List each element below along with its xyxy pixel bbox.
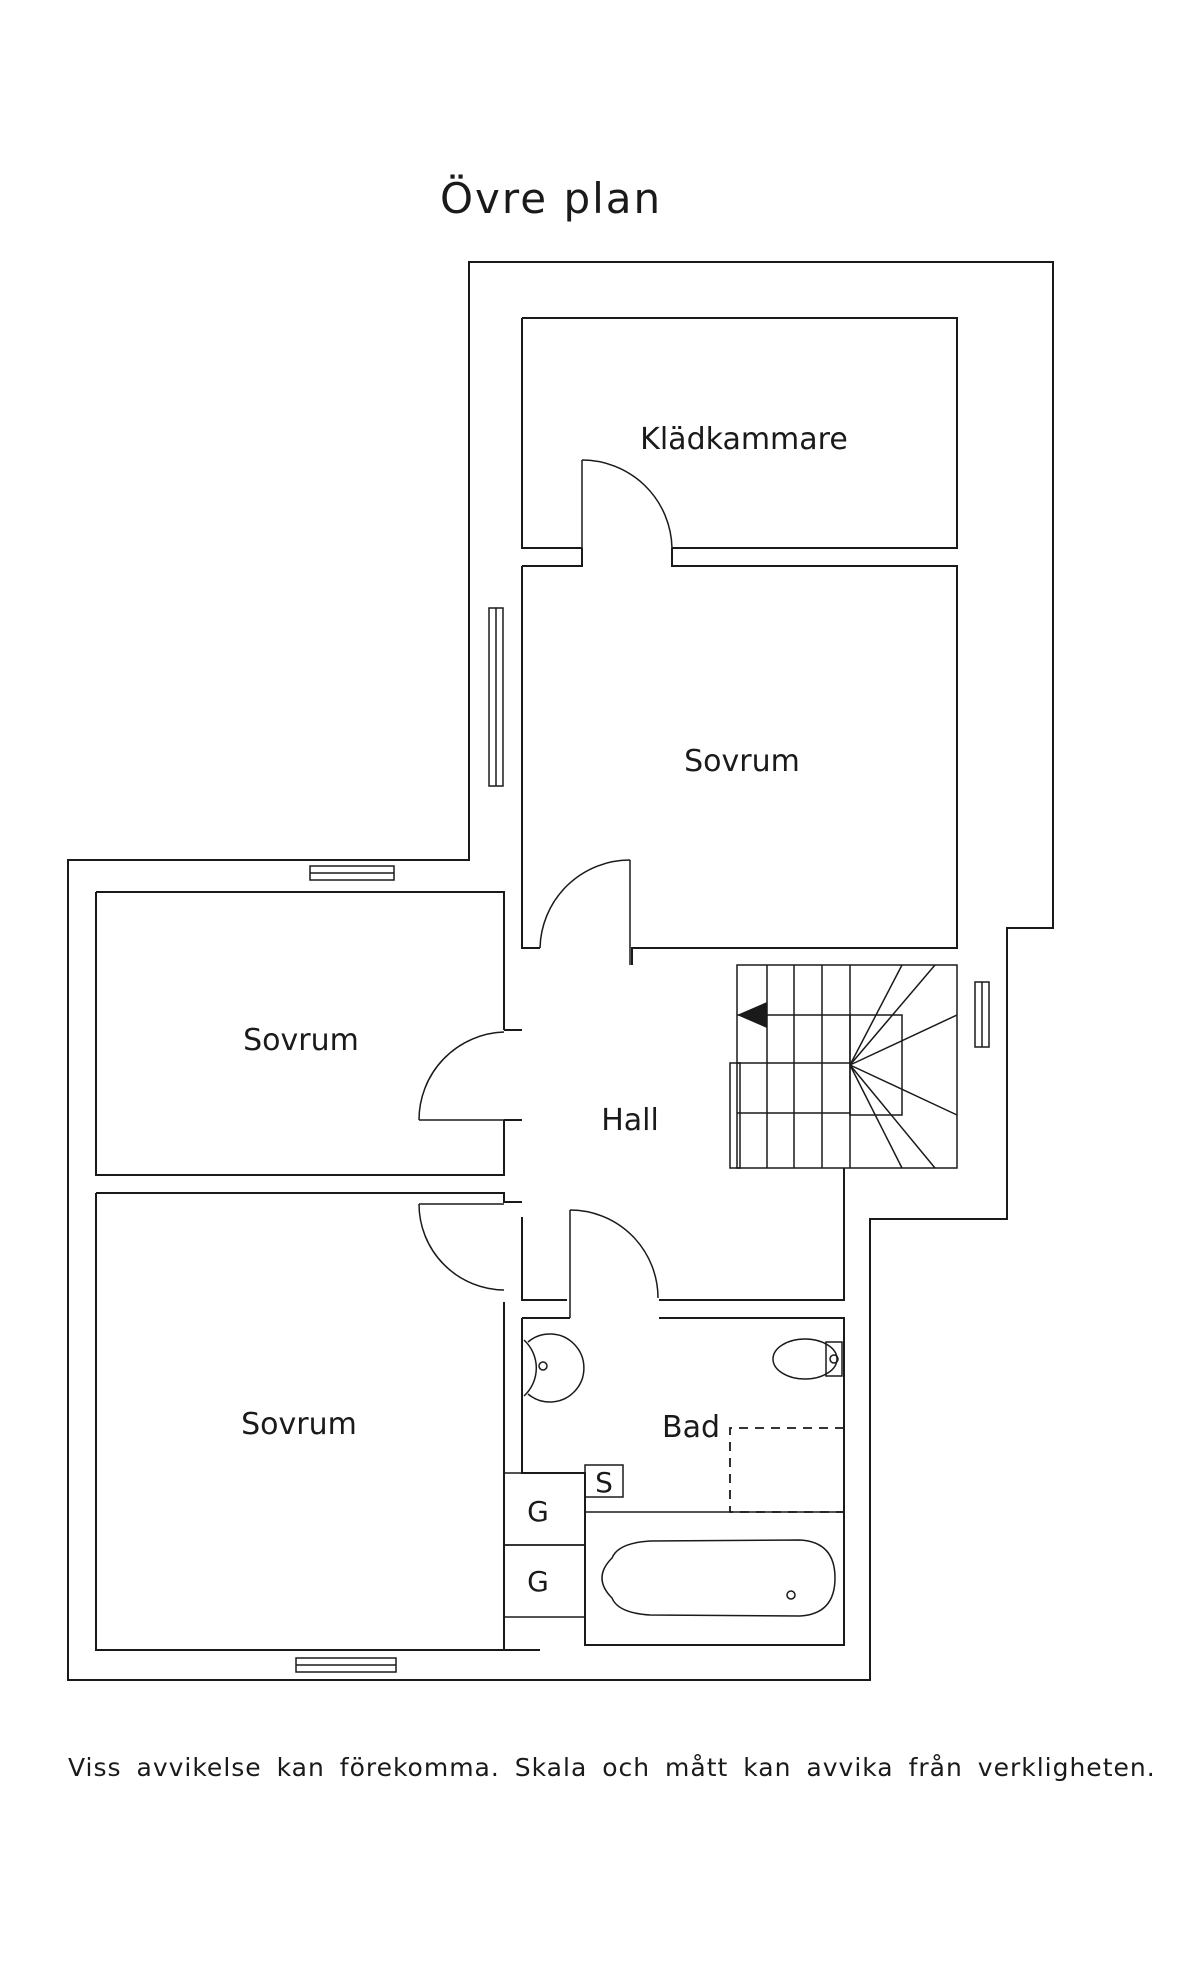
stair-direction-arrow-icon (737, 1002, 767, 1028)
room-label-walk-in-closet: Klädkammare (640, 422, 848, 457)
window-icon (488, 607, 504, 787)
room-label-bathroom: Bad (662, 1410, 720, 1445)
washbasin-icon (523, 1333, 585, 1403)
plan-title: Övre plan (440, 173, 662, 223)
walk-in-closet: Klädkammare (521, 317, 958, 549)
room-label-bedroom-bottom: Sovrum (241, 1407, 357, 1442)
door-swing-icon (418, 1203, 505, 1291)
hall: Hall (521, 859, 845, 1301)
bedroom-top: Sovrum (521, 548, 958, 965)
bathtub-icon (584, 1511, 845, 1646)
bedroom-bottom: Sovrum (95, 1192, 540, 1651)
cabinets: G G (503, 1472, 586, 1618)
door-swing-icon (418, 1031, 505, 1121)
room-label-bedroom-left: Sovrum (243, 1023, 359, 1058)
outer-walls (67, 261, 1054, 1681)
room-label-bedroom-top: Sovrum (684, 744, 800, 779)
shower-mark: S (595, 1466, 613, 1499)
door-swing-icon (539, 859, 631, 965)
cabinet-mark-2: G (527, 1565, 549, 1598)
shower-area-outline (729, 1427, 844, 1513)
staircase-icon (729, 964, 958, 1169)
window-icon (974, 981, 990, 1048)
room-label-hall: Hall (601, 1103, 659, 1138)
window-icon (295, 1657, 397, 1673)
bathroom: S Bad (521, 1209, 845, 1646)
toilet-icon (772, 1338, 843, 1380)
window-icon (309, 865, 395, 881)
bedroom-left: Sovrum (95, 891, 522, 1176)
cabinet-mark-1: G (527, 1495, 549, 1528)
door-swing-icon (569, 1209, 659, 1318)
footer-note: Viss avvikelse kan förekomma. Skala och … (68, 1753, 1156, 1782)
door-swing-icon (581, 459, 673, 549)
